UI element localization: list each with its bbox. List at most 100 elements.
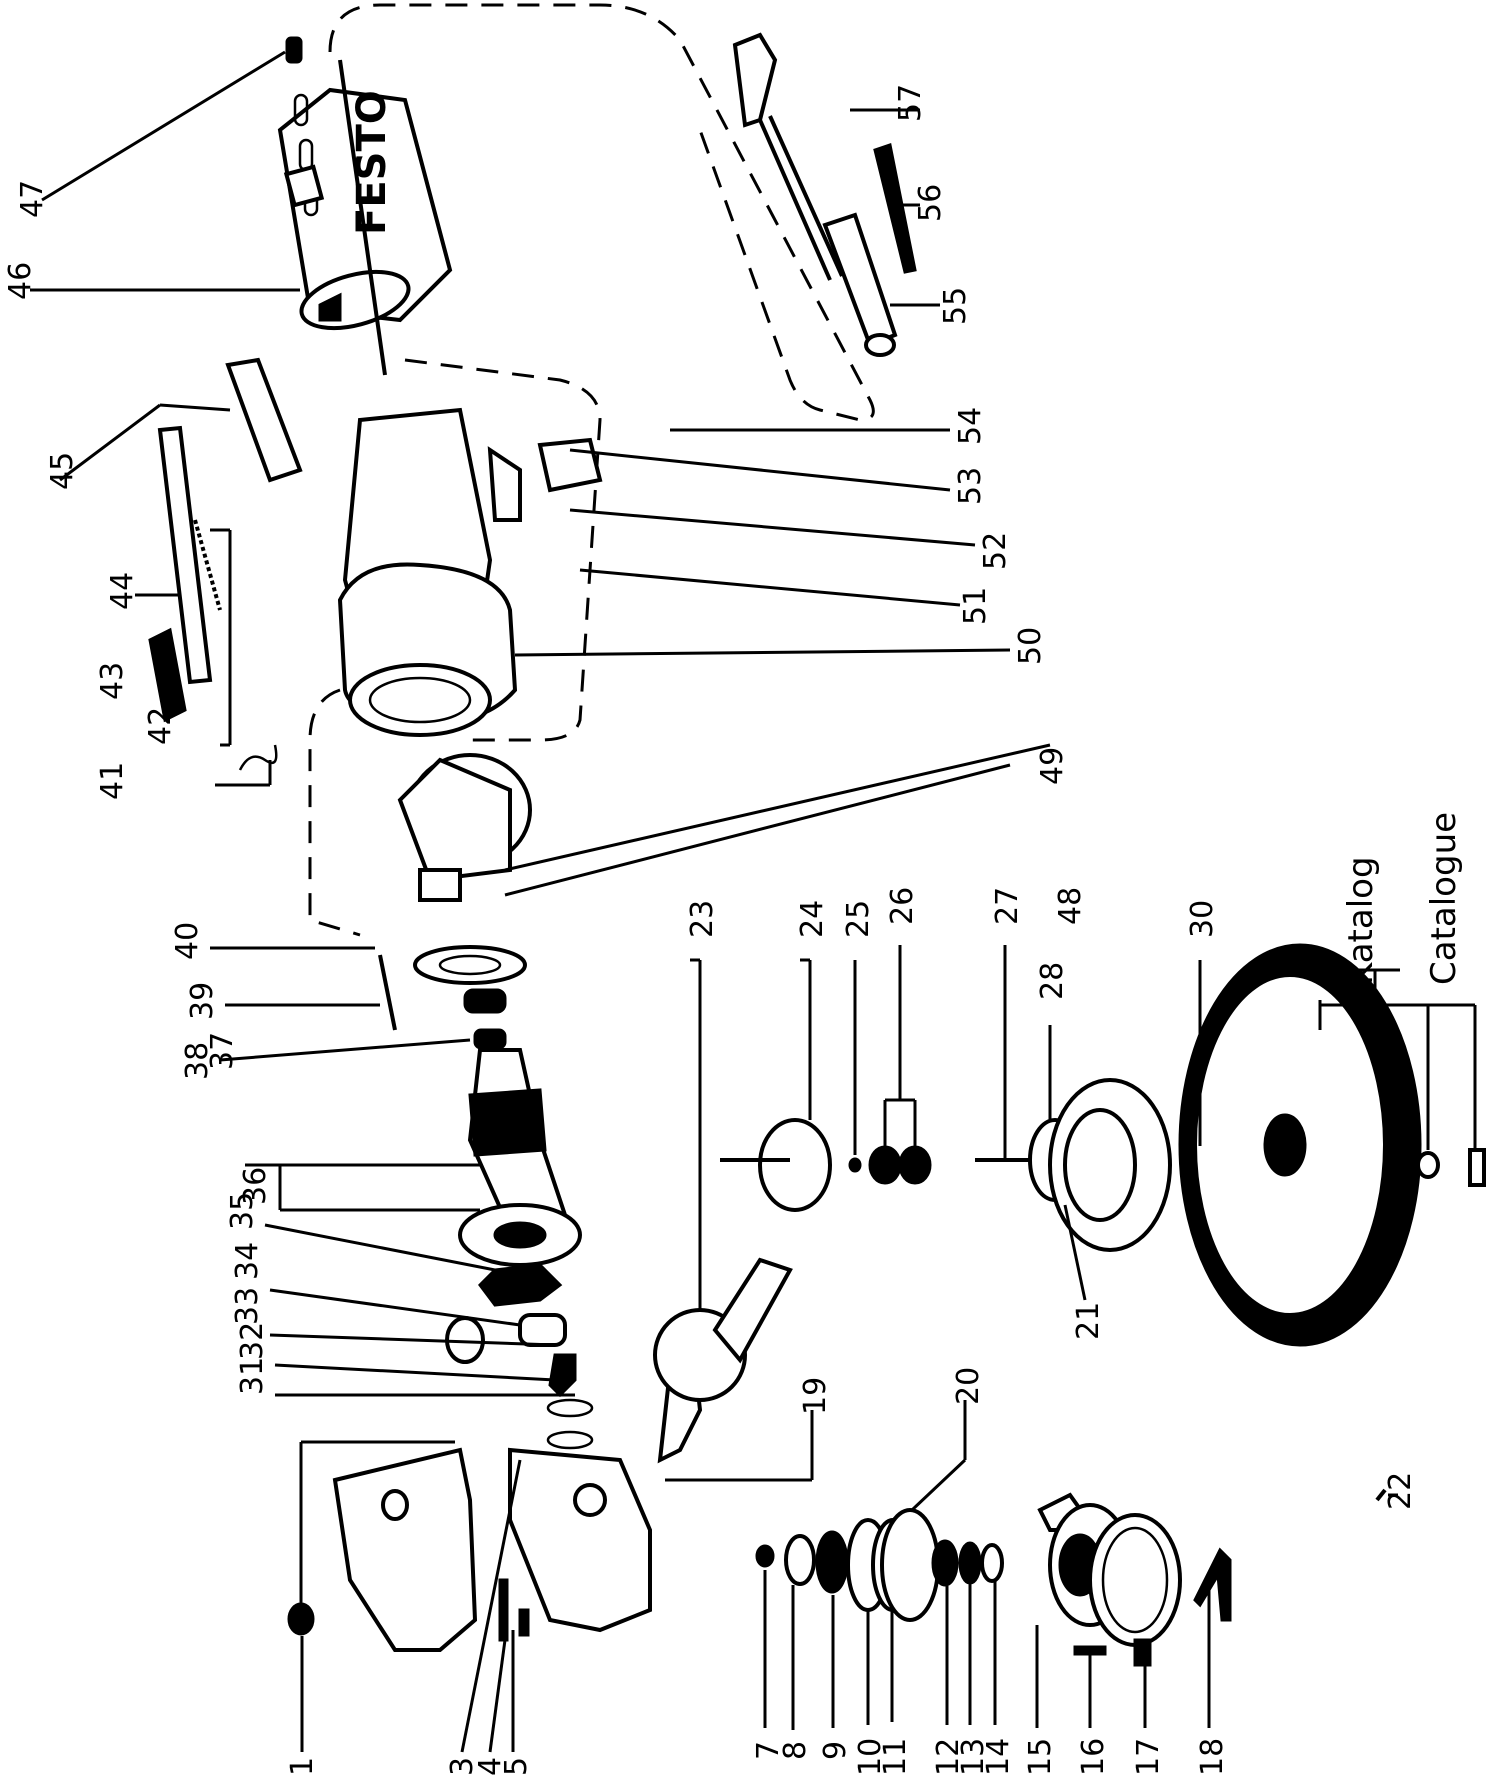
ring-32 [546,1398,594,1418]
brush-holder [397,753,532,902]
part-label: 20 [951,1367,986,1405]
spindle-flange [653,1257,793,1402]
bearing-48 [463,988,507,1014]
lever-18 [1193,1547,1232,1622]
part-20 [880,1508,940,1622]
part-label: 10 [853,1738,888,1776]
part-label: 16 [1076,1738,1111,1776]
part-label: 44 [105,572,140,610]
part-label: 32 [235,1322,270,1360]
spring [193,519,222,611]
part-label: 11 [878,1738,913,1776]
gear [478,1263,563,1307]
part-label: 45 [45,452,80,490]
screw-4 [498,1578,509,1642]
part-label: 37 [205,1032,240,1070]
brand-logo: FESTO [349,90,395,235]
part-label: 40 [170,922,205,960]
clamp-ring [1088,1513,1182,1667]
part-9 [815,1530,849,1594]
armature [458,1048,582,1267]
threaded-insert [548,1353,577,1398]
part-label: 35 [225,1192,260,1230]
catalogue-labels: Katalog Catalogue [1341,812,1464,985]
catalogue-label-de: Katalog [1341,856,1381,985]
part-label: 31 [235,1357,270,1395]
switch [225,357,303,483]
part-label: 54 [953,407,988,445]
part-label: 38 [180,1042,215,1080]
part-labels: 1 3 4 5 7 8 9 10 11 12 13 14 15 16 17 18… [3,84,1418,1776]
part-label: 51 [958,587,993,625]
gear-housing [508,1447,652,1633]
part-label: 15 [1023,1738,1058,1776]
clip [238,744,278,771]
motor-housing: FESTO [277,59,453,376]
part-label: 50 [1013,627,1048,665]
part-label: 7 [751,1741,786,1760]
power-cable-plug [732,32,917,357]
small-ring [848,1157,862,1173]
part-label: 24 [795,900,830,938]
part-label: 5 [499,1757,534,1776]
part-label: 34 [230,1242,265,1280]
part-label: 19 [798,1377,833,1415]
ring-31 [546,1430,594,1450]
small-washer [1416,1151,1440,1179]
part-label: 8 [778,1741,813,1760]
part-label: 23 [685,900,720,938]
long-screw [378,954,397,1031]
part-label: 48 [1053,887,1088,925]
part-13 [958,1541,982,1585]
part-label: 56 [913,184,948,222]
part-label: 43 [95,662,130,700]
part-label: 49 [1035,747,1070,785]
part-8 [784,1534,816,1586]
part-7 [755,1544,775,1568]
part-label: 39 [185,982,220,1020]
part-label: 41 [95,762,130,800]
part-label: 33 [230,1287,265,1325]
part-label: 26 [885,887,920,925]
part-label: 4 [473,1757,508,1776]
part-label: 9 [818,1741,853,1760]
nut-a [868,1145,902,1185]
cable-route [328,3,875,422]
washer [413,945,527,985]
part-label: 36 [238,1167,273,1205]
part-label: 42 [143,707,178,745]
polishing-disc [1178,943,1422,1347]
trigger [148,627,187,723]
part-label: 52 [978,532,1013,570]
part-label: 30 [1185,900,1220,938]
part-label: 1 [285,1757,320,1776]
part-label: 55 [938,287,973,325]
cap-nut [287,1602,315,1636]
pin-22 [1375,1488,1387,1502]
nut-b [898,1145,932,1185]
part-label: 14 [981,1738,1016,1776]
screw-5 [518,1608,530,1637]
switch-rod [157,425,213,685]
bearing-34 [518,1313,567,1347]
part-label: 46 [3,262,38,300]
motor-field-housing [337,407,603,737]
part-label: 27 [990,887,1025,925]
part-label: 53 [953,467,988,505]
part-label: 47 [15,180,50,218]
catalogue-label-en: Catalogue [1424,812,1464,985]
disc-screw [1468,1148,1486,1187]
drive-pad [758,1118,832,1212]
part-label: 21 [1071,1302,1106,1340]
part-12 [931,1539,959,1587]
part-label: 12 [931,1738,966,1776]
bearing-38 [473,1028,507,1050]
part-label: 18 [1195,1738,1230,1776]
part-label: 25 [841,900,876,938]
part-14 [980,1543,1004,1583]
part-label: 57 [893,84,928,122]
part-label: 13 [956,1738,991,1776]
part-label: 22 [1383,1472,1418,1510]
part-label: 28 [1035,962,1070,1000]
